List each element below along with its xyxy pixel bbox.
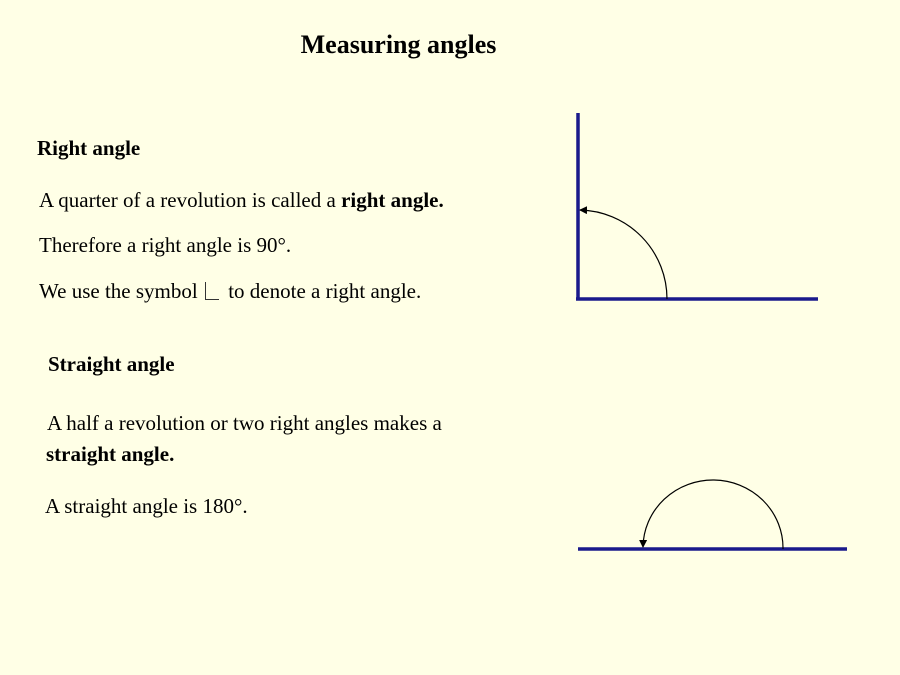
page-title: Measuring angles (300, 30, 497, 59)
straight-angle-definition: A half a revolution or two right angles … (47, 411, 442, 435)
straight-angle-term: straight angle. (46, 442, 175, 466)
right-angle-term: right angle. (341, 188, 444, 212)
right-angle-degrees: Therefore a right angle is 90°. (39, 233, 292, 257)
symbol-line-post: to denote a right angle. (228, 279, 422, 303)
right-angle-definition-text: A quarter of a revolution is called a (39, 188, 342, 212)
right-angle-definition: A quarter of a revolution is called a ri… (39, 188, 444, 213)
straight-angle-arc-arrow-icon (639, 479, 784, 550)
right-angle-diagram (576, 113, 818, 301)
symbol-line-pre: We use the symbol (39, 279, 198, 303)
straight-angle-diagram (578, 479, 847, 551)
right-angle-heading: Right angle (37, 136, 141, 160)
right-angle-arc-arrow-icon (579, 206, 668, 300)
right-angle-symbol-line: We use the symbol to denote a right angl… (39, 279, 421, 304)
straight-angle-heading: Straight angle (48, 352, 175, 376)
straight-angle-degrees: A straight angle is 180°. (45, 494, 248, 518)
right-angle-symbol-icon (204, 282, 219, 300)
